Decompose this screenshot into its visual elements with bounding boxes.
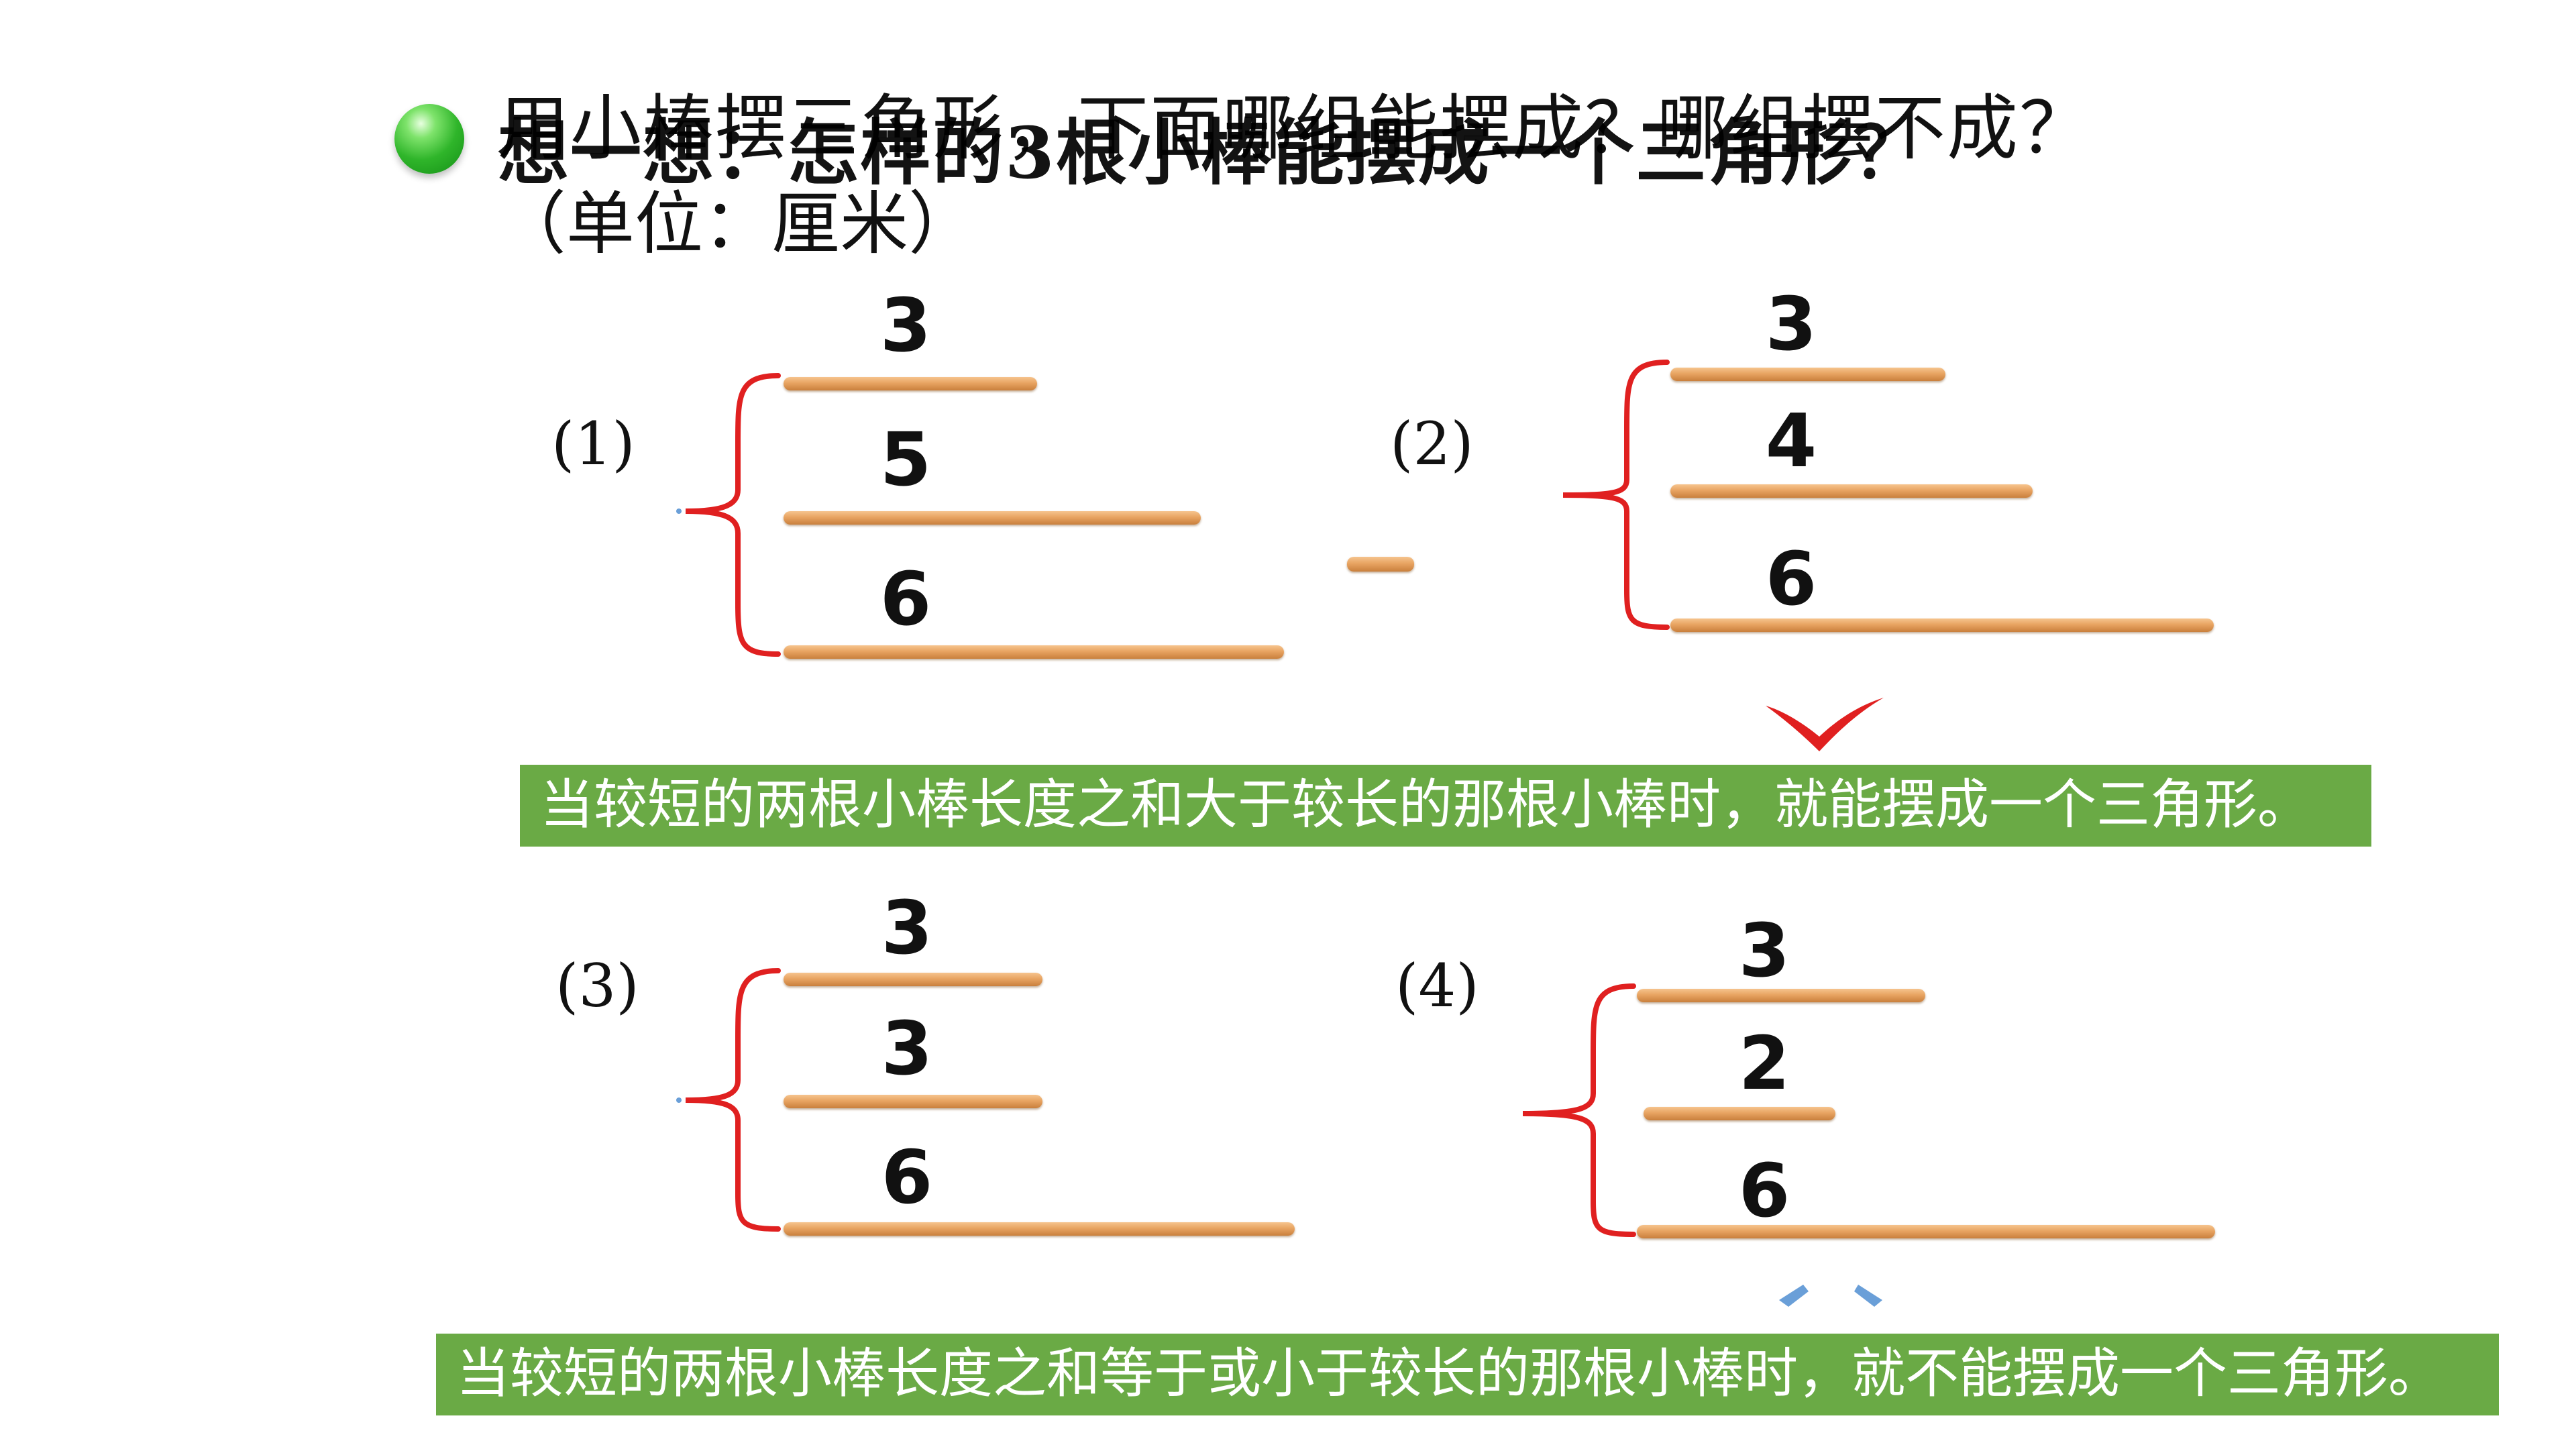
unit-note: （单位：厘米） <box>498 184 977 264</box>
group-3-length-c: 6 <box>881 1134 933 1220</box>
green-bullet-icon <box>394 104 464 174</box>
cross-mark-icon <box>1779 1285 1882 1307</box>
spare-stick <box>1347 557 1414 572</box>
group-3-length-a: 3 <box>881 885 933 971</box>
group-4-stick-c <box>1637 1225 2215 1238</box>
group-1-length-c: 6 <box>879 556 932 642</box>
group-2-length-c: 6 <box>1765 536 1817 622</box>
group-4-length-b: 2 <box>1738 1020 1790 1106</box>
group-2-stick-b <box>1670 484 2033 498</box>
group-1-stick-b <box>784 511 1201 525</box>
group-3-label: (3) <box>555 951 639 1020</box>
check-mark-icon <box>1766 698 1884 751</box>
question-title: 用小棒摆三角形，下面哪组能摆成？哪组摆不成？ <box>498 87 2092 170</box>
group-4-stick-b <box>1644 1107 1835 1120</box>
group-1-length-a: 3 <box>879 282 932 368</box>
group-4-stick-a <box>1637 989 1925 1002</box>
group-4-length-c: 6 <box>1738 1148 1790 1234</box>
group-2-stick-c <box>1670 619 2214 632</box>
group-1-label: (1) <box>551 409 635 478</box>
group-4-label: (4) <box>1395 951 1479 1020</box>
conclusion-cannot-form: 当较短的两根小棒长度之和等于或小于较长的那根小棒时，就不能摆成一个三角形。 <box>436 1334 2499 1415</box>
group-2-label: (2) <box>1390 409 1474 478</box>
group-2-stick-a <box>1670 368 1945 381</box>
group-1-stick-c <box>784 645 1284 659</box>
group-3-length-b: 3 <box>881 1006 933 1091</box>
group-3-stick-b <box>784 1095 1042 1108</box>
group-3-stick-c <box>784 1222 1295 1236</box>
group-2-length-b: 4 <box>1765 398 1817 484</box>
think-question-overlay: 想一想：怎样的3根小棒能摆成一个三角形？ <box>498 111 1925 195</box>
group-1-length-b: 5 <box>879 417 932 502</box>
group-3-stick-a <box>784 973 1042 986</box>
brace-icon <box>685 360 1670 1237</box>
group-4-length-a: 3 <box>1738 908 1790 994</box>
group-1-stick-a <box>784 377 1037 390</box>
conclusion-can-form: 当较短的两根小棒长度之和大于较长的那根小棒时，就能摆成一个三角形。 <box>520 765 2371 847</box>
group-2-length-a: 3 <box>1765 281 1817 367</box>
